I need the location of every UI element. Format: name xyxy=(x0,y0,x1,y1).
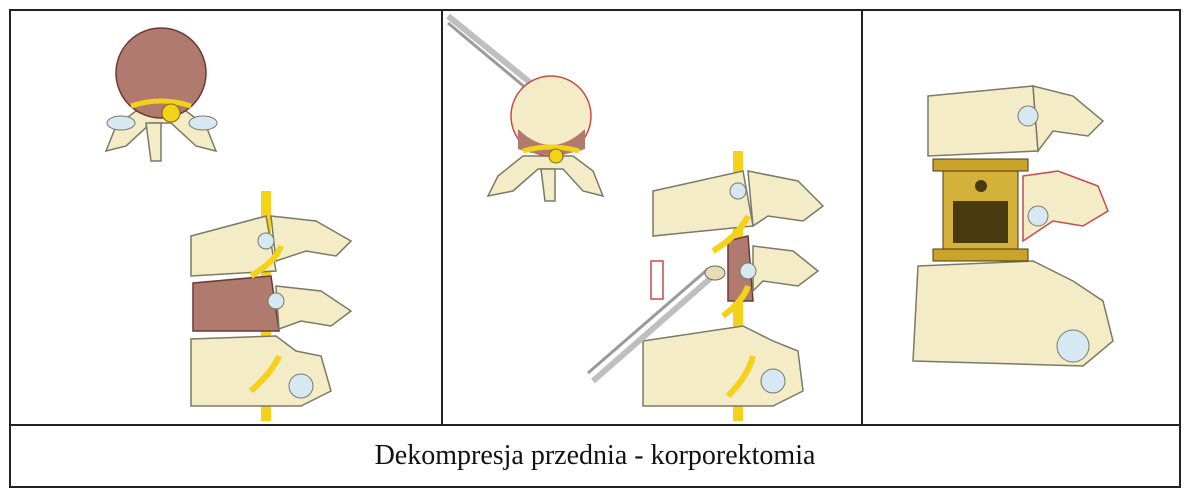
panel-implant xyxy=(863,11,1179,425)
panel-tumor xyxy=(11,11,441,425)
panel-removal xyxy=(443,11,861,425)
lateral-spine xyxy=(191,191,351,421)
axial-vertebra xyxy=(488,76,603,201)
implant-illustration xyxy=(863,11,1179,425)
lateral-spine xyxy=(643,151,823,421)
tumor-illustration xyxy=(11,11,441,425)
tumor-axial xyxy=(116,28,206,118)
tumor-lateral xyxy=(193,276,279,331)
bone-fragment xyxy=(651,261,663,299)
cage-implant-icon xyxy=(933,159,1028,261)
caption: Dekompresja przednia - korporektomia xyxy=(11,426,1179,486)
removal-illustration xyxy=(443,11,861,425)
